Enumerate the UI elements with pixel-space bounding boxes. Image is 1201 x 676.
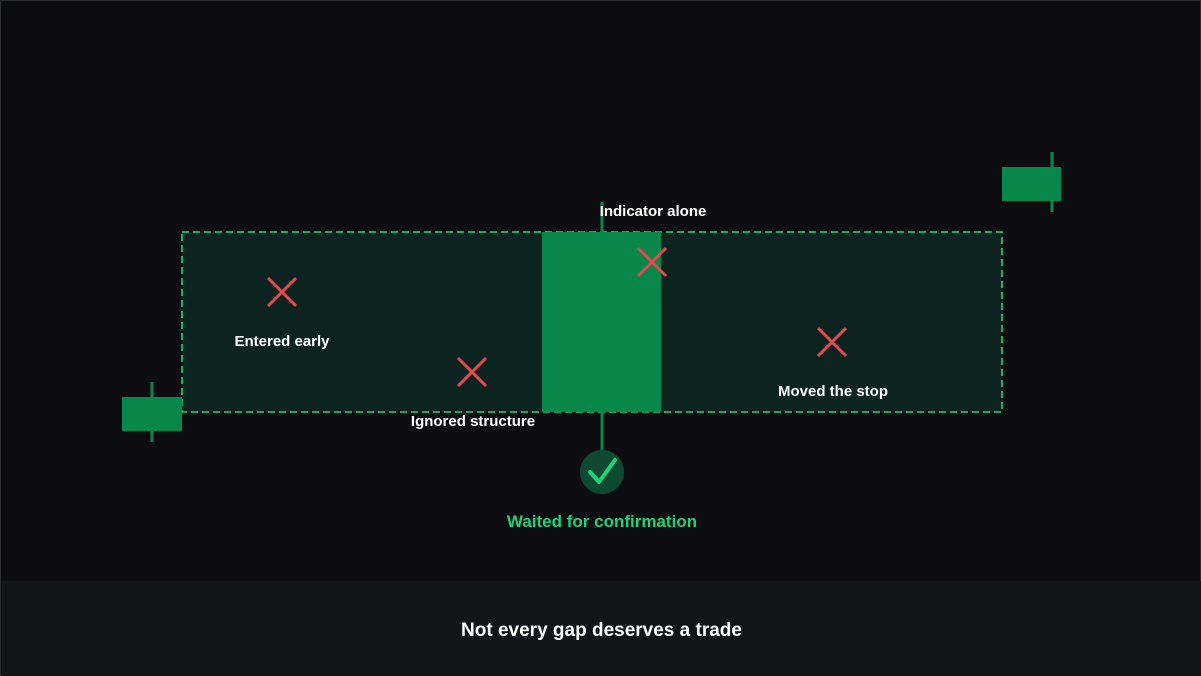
indicator-alone-label: Indicator alone xyxy=(599,203,707,220)
waited-for-confirmation-label: Waited for confirmation xyxy=(506,512,698,531)
x-mark-icon xyxy=(456,356,488,388)
ignored-structure-label: Ignored structure xyxy=(410,413,536,430)
right-candle-body xyxy=(1002,167,1061,201)
x-mark-icon xyxy=(266,276,298,308)
entered-early-label: Entered early xyxy=(234,333,330,350)
middle-candle xyxy=(542,202,661,452)
x-mark-icon xyxy=(816,326,848,358)
middle-candle-body xyxy=(542,232,661,412)
moved-the-stop-label: Moved the stop xyxy=(777,383,889,400)
check-circle-icon xyxy=(580,450,624,494)
right-candle xyxy=(1002,152,1061,212)
x-mark-icon xyxy=(636,246,668,278)
left-candle-body xyxy=(122,397,182,431)
caption-bar: Not every gap deserves a trade xyxy=(2,581,1201,676)
fair-value-gap-diagram xyxy=(122,152,1061,494)
left-candle xyxy=(122,382,182,442)
diagram-scene: Indicator alone Entered early Ignored st… xyxy=(1,1,1201,581)
caption-text: Not every gap deserves a trade xyxy=(461,620,742,641)
